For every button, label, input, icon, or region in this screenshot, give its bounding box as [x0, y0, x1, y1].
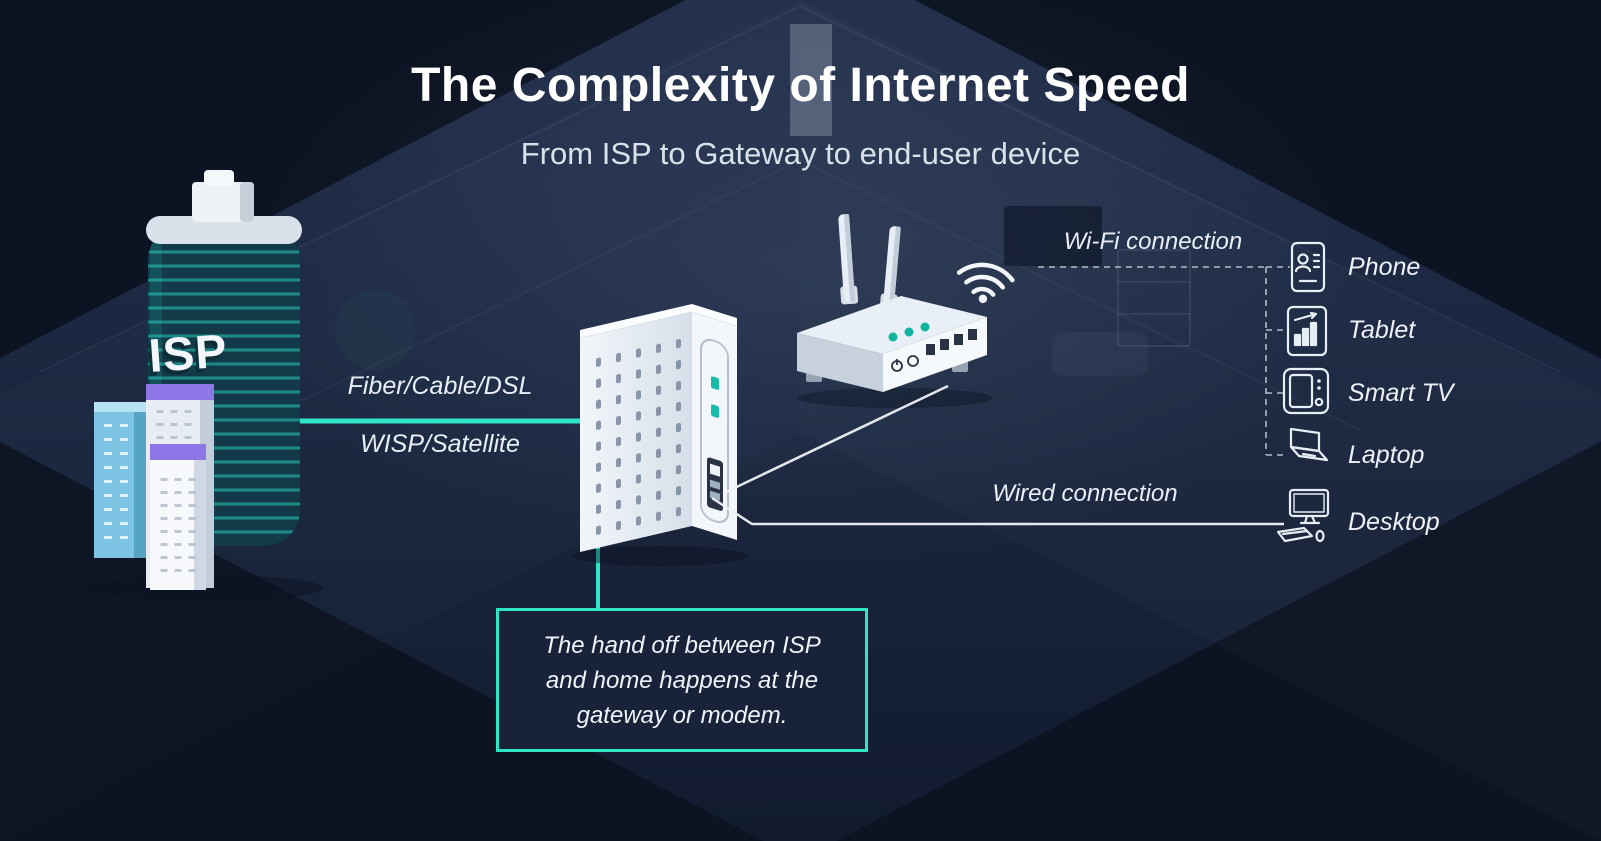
isp-label-shadow: ISP [144, 328, 226, 386]
ethernet-port [968, 329, 977, 340]
laptop-icon [1289, 427, 1329, 462]
modem-port [710, 463, 720, 477]
tv-backdrop-shape [1004, 206, 1102, 266]
wifi-dashed-links [1038, 266, 1290, 456]
doorway-shape [790, 24, 832, 136]
fiber-cable-dsl-label: Fiber/Cable/DSL [347, 372, 533, 400]
tablet-icon [1286, 305, 1328, 357]
ethernet-port [926, 344, 935, 355]
isp-building-icon: ISP ISP [87, 170, 323, 601]
wifi-indicator-icon [907, 355, 919, 367]
modem-led [711, 404, 719, 418]
isp-connection-line [296, 418, 600, 611]
isp-label: ISP [147, 324, 229, 382]
couch-backdrop-shape [1052, 332, 1148, 376]
wisp-satellite-label: WISP/Satellite [360, 430, 520, 458]
router-modem-cable [725, 384, 949, 494]
router-icon [797, 213, 993, 408]
modem-icon [572, 304, 748, 566]
callout-line: and home happens at the [545, 666, 819, 694]
wifi-signal-icon [956, 262, 1015, 304]
callout-line: The hand off between ISP [543, 631, 821, 659]
modem-led [711, 376, 719, 390]
wired-connection-label: Wired connection [992, 480, 1178, 507]
table-backdrop-shape [335, 290, 415, 370]
ethernet-port [940, 339, 949, 350]
wifi-connection-label: Wi-Fi connection [1063, 228, 1243, 255]
router-led [920, 322, 930, 332]
page-subtitle: From ISP to Gateway to end-user device [520, 136, 1081, 171]
device-label-phone: Phone [1348, 253, 1421, 281]
wired-cable [711, 496, 1284, 526]
router-led [904, 327, 914, 337]
cables [711, 384, 1284, 526]
shelf-backdrop-shape [1117, 249, 1191, 347]
wifi-dashed-stubs [1266, 266, 1290, 456]
phone-icon [1290, 241, 1326, 293]
desktop-icon [1276, 488, 1330, 543]
ethernet-port [954, 334, 963, 345]
device-label-smart-tv: Smart TV [1348, 379, 1454, 407]
callout-line: gateway or modem. [576, 701, 788, 729]
device-label-tablet: Tablet [1348, 316, 1416, 344]
device-label-desktop: Desktop [1348, 508, 1440, 536]
city-buildings [94, 384, 214, 590]
device-label-laptop: Laptop [1348, 441, 1425, 469]
callout-box: The hand off between ISP and home happen… [496, 608, 868, 752]
router-antenna [838, 213, 859, 305]
router-led [888, 332, 898, 342]
page-title: The Complexity of Internet Speed [411, 59, 1190, 112]
smart-tv-icon [1282, 367, 1330, 415]
